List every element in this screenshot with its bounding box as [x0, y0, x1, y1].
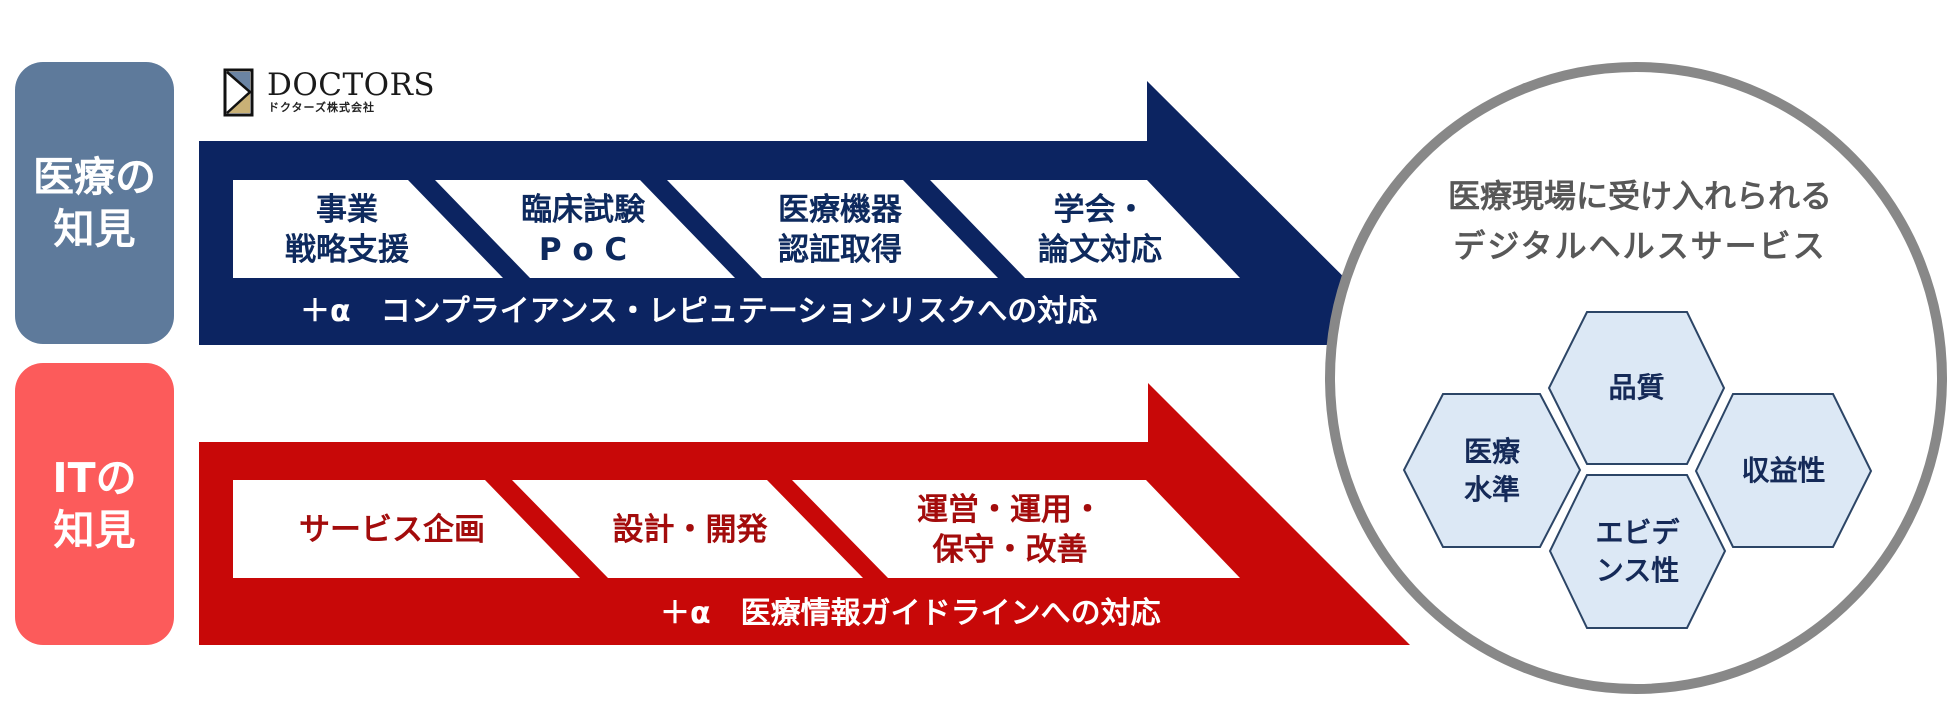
step-line: 戦略支援 — [285, 232, 409, 268]
step-line: 設計・開発 — [612, 512, 768, 548]
goal-title-line-1: 医療現場に受け入れられる — [1447, 177, 1832, 215]
step-line: 保守・改善 — [932, 532, 1088, 568]
step-line: 運営・運用・ — [917, 492, 1103, 528]
medical-step-academic-papers: 学会・ 論文対応 — [1010, 182, 1190, 278]
medical-label-line-1: 医療の — [33, 153, 156, 201]
medical-step-box-3 — [667, 180, 998, 278]
it-label-line-1: ITの — [52, 454, 137, 502]
hexagon-quality — [1547, 311, 1726, 465]
hexagon-evidence — [1548, 474, 1727, 629]
step-line: 臨床試験 — [521, 192, 645, 228]
it-step-design-development: 設計・開発 — [580, 482, 800, 578]
it-label-line-2: 知見 — [53, 506, 136, 554]
medical-step-business-strategy: 事業 戦略支援 — [262, 182, 432, 278]
step-line: 医療機器 — [778, 192, 902, 228]
hex-line: 水準 — [1463, 472, 1520, 506]
step-line: サービス企画 — [299, 512, 485, 548]
hexagon-label-medical-standard: 医療 水準 — [1404, 394, 1580, 547]
it-step-operation-maintenance: 運営・運用・ 保守・改善 — [885, 482, 1135, 578]
logo-company-name: ドクターズ株式会社 — [268, 101, 376, 114]
hex-line: 収益性 — [1741, 453, 1826, 487]
step-line: 論文対応 — [1038, 232, 1162, 268]
it-arrow — [199, 383, 1410, 645]
step-line: 事業 — [316, 192, 378, 228]
medical-step-box-2 — [435, 180, 735, 278]
medical-plus-alpha-text: ＋α コンプライアンス・レピュテーションリスクへの対応 — [300, 294, 1098, 329]
hexagon-label-profitability: 収益性 — [1696, 394, 1871, 547]
it-step-service-planning: サービス企画 — [262, 482, 522, 578]
goal-title-line-2: デジタルヘルスサービス — [1453, 227, 1827, 265]
hexagon-medical-standard — [1402, 393, 1582, 548]
medical-knowledge-label: 医療の 知見 — [15, 62, 174, 344]
hex-line: エビデ — [1595, 515, 1680, 549]
medical-step-box-1 — [233, 180, 503, 278]
medical-step-device-certification: 医療機器 認証取得 — [755, 182, 925, 278]
it-plus-alpha-text: ＋α 医療情報ガイドラインへの対応 — [660, 596, 1161, 631]
it-knowledge-label: ITの 知見 — [15, 363, 174, 645]
hexagon-profitability — [1694, 393, 1873, 548]
medical-step-clinical-trial: 臨床試験 P o C — [498, 182, 668, 278]
it-step-box-3 — [792, 480, 1240, 578]
hexagon-label-evidence: エビデ ンス性 — [1550, 475, 1725, 628]
it-step-box-1 — [233, 480, 580, 578]
logo-wordmark: DOCTORS — [267, 67, 436, 103]
step-line: 学会・ — [1053, 192, 1147, 228]
step-line: 認証取得 — [778, 232, 902, 268]
medical-label-line-2: 知見 — [53, 205, 136, 253]
medical-step-box-4 — [930, 180, 1240, 278]
step-line: P o C — [538, 232, 628, 268]
it-step-box-2 — [512, 480, 863, 578]
doctors-logo-icon — [223, 68, 254, 117]
hex-line: ンス性 — [1595, 553, 1680, 587]
hex-line: 品質 — [1608, 371, 1665, 404]
hex-line: 医療 — [1463, 434, 1520, 468]
hexagon-label-quality: 品質 — [1549, 312, 1724, 464]
